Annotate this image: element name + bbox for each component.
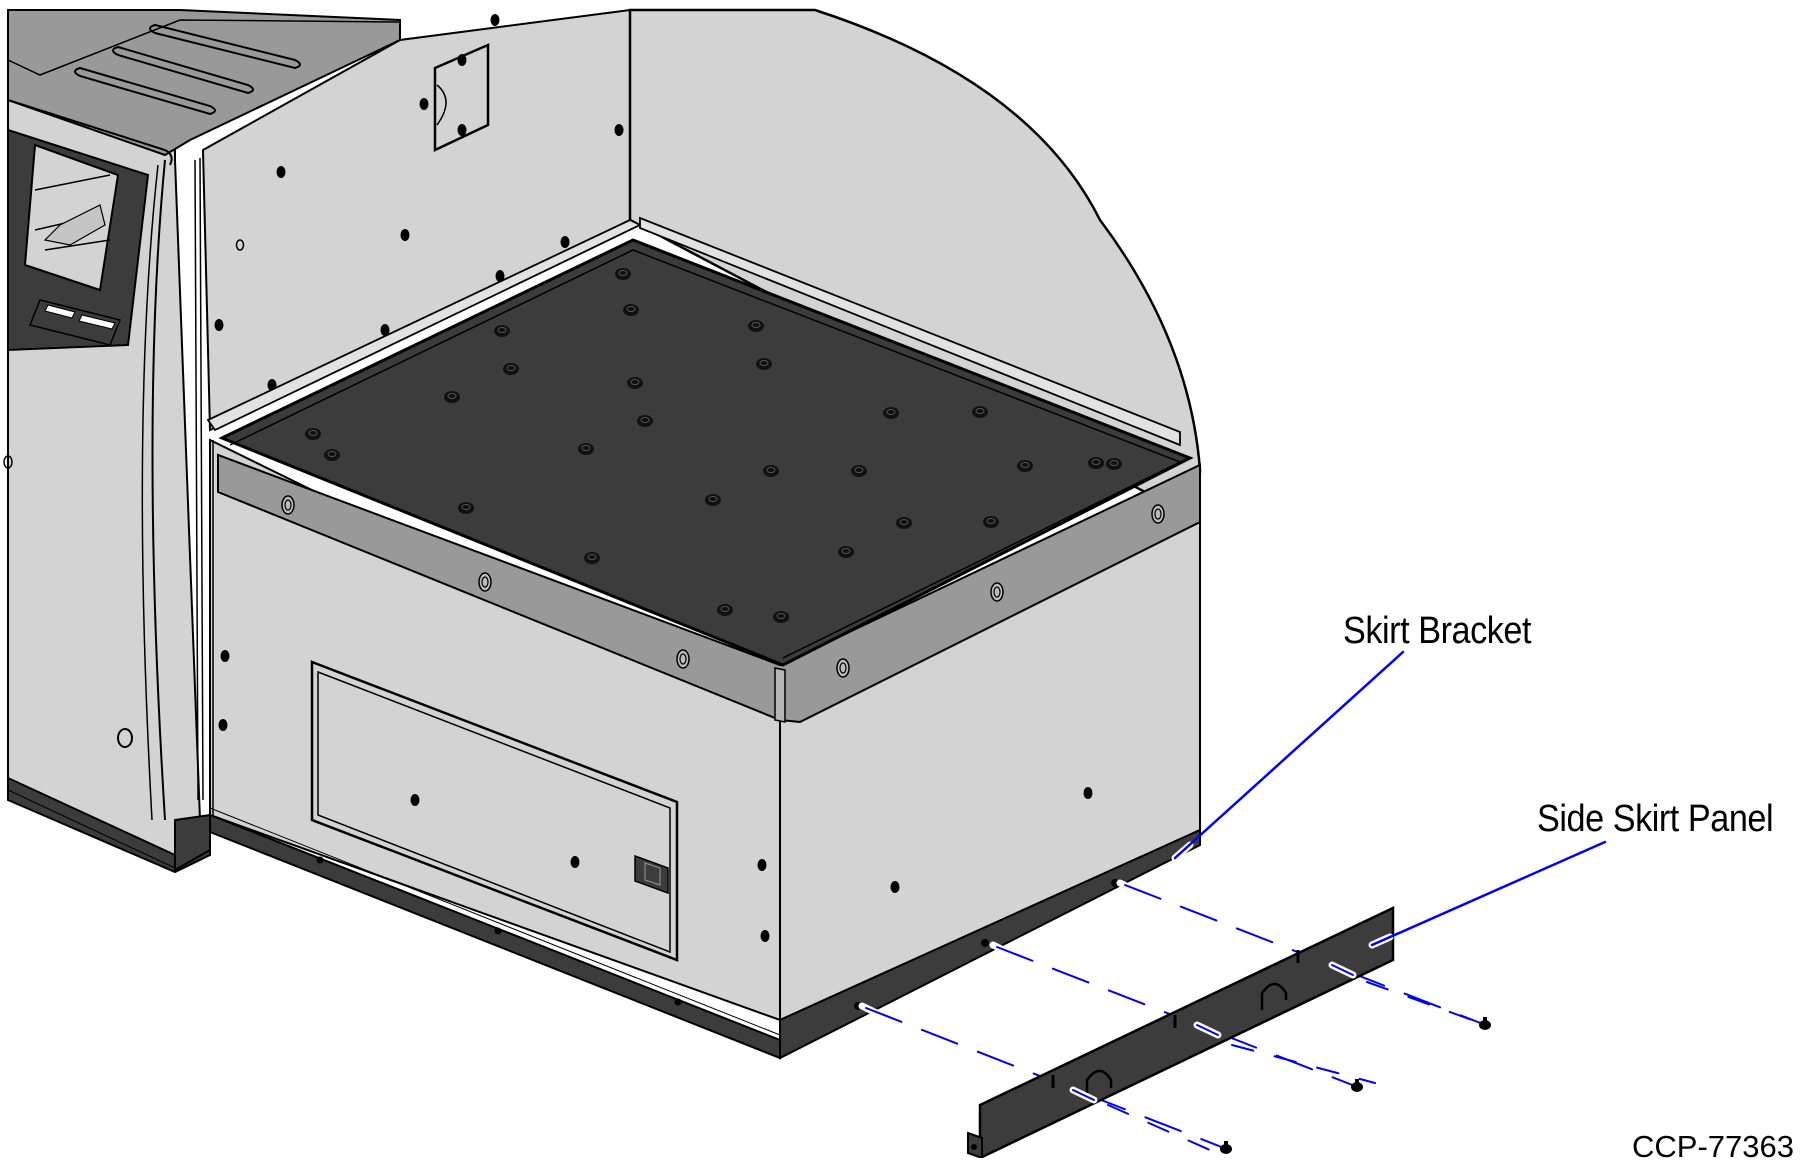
leader-lines bbox=[1171, 650, 1607, 949]
back-wall bbox=[201, 8, 1202, 523]
top-edge-band bbox=[217, 453, 1201, 724]
main-cabinet bbox=[209, 438, 1201, 1060]
left-cabinet bbox=[3, 9, 401, 874]
screw-icon bbox=[1351, 1079, 1363, 1092]
side-skirt-panel-label: Side Skirt Panel bbox=[1537, 798, 1774, 840]
screws bbox=[1220, 1017, 1491, 1154]
side-skirt-panel bbox=[967, 906, 1484, 1160]
skirt-bracket-leader bbox=[1173, 650, 1405, 860]
dark-top-surface bbox=[218, 238, 1194, 667]
figure-id-label: CCP-77363 bbox=[1632, 1129, 1794, 1164]
side-skirt-panel-leader bbox=[1370, 840, 1607, 947]
skirt-bracket-label: Skirt Bracket bbox=[1343, 610, 1532, 652]
screw-icon bbox=[1220, 1141, 1232, 1154]
screw-icon bbox=[1479, 1017, 1491, 1030]
